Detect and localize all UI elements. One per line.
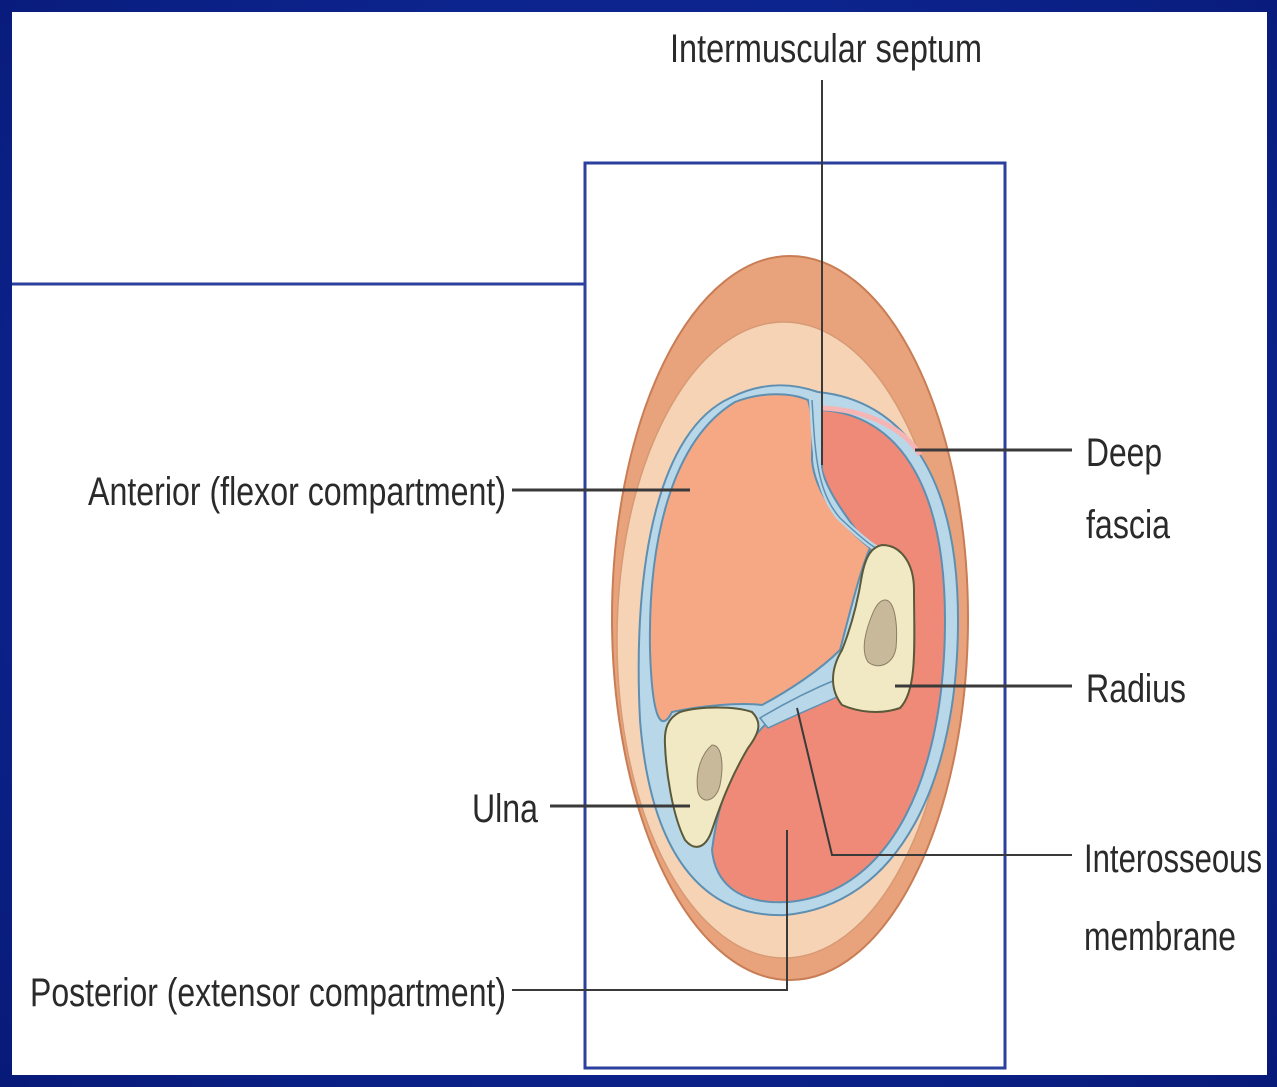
label-interosseous-line2: membrane: [1084, 915, 1236, 959]
diagram-panel: Intermuscular septum Anterior (flexor co…: [12, 12, 1267, 1075]
label-radius: Radius: [1086, 667, 1186, 711]
label-deep-fascia-line1: Deep: [1086, 431, 1162, 475]
label-intermuscular-septum: Intermuscular septum: [670, 27, 982, 71]
label-ulna: Ulna: [472, 787, 539, 831]
label-interosseous-line1: Interosseous: [1084, 837, 1262, 881]
label-posterior-compartment: Posterior (extensor compartment): [30, 971, 506, 1015]
label-deep-fascia-line2: fascia: [1086, 503, 1171, 547]
forearm-cross-section-diagram: Intermuscular septum Anterior (flexor co…: [12, 12, 1267, 1075]
label-anterior-compartment: Anterior (flexor compartment): [88, 470, 506, 514]
